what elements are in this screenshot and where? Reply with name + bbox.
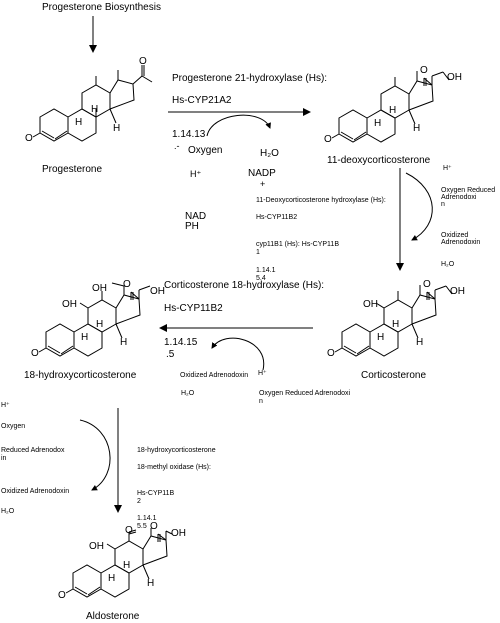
hydroxy18-o-label: O [31,348,39,359]
step3-ec-number: 1.14.15 [164,337,198,348]
deoxy-h-label: H [374,118,381,129]
step1-nadp-charge: + [260,179,265,189]
step4-gene-line1: Hs-CYP11B [137,490,175,497]
hydroxy18-h-label: H [120,337,127,348]
step4-oxygen: Oxygen [1,423,25,430]
hydroxy18-h-label: H [96,319,103,330]
step3-oxygen-reduced-2: n [259,398,263,405]
step1-enzyme-name: Progesterone 21-hydroxylase (Hs): [172,73,327,84]
step4-ec-line2: 5.5 [137,523,147,530]
hydroxycorticosterone-structure [38,282,151,357]
hydroxy18-ho-label-2: OH [92,283,107,294]
step4-gene-line2: 2 [137,498,141,505]
deoxy-o-label: O [324,134,332,145]
corticosterone-h-label: H [416,337,423,348]
step2-enzyme-name: 11-Deoxycorticosterone hydroxylase (Hs): [256,197,386,204]
step3-oxidized: Oxidized Adrenodoxin [180,372,248,379]
aldosterone-structure [65,528,173,598]
progesterone-ketone-o: O [139,56,147,67]
progesterone-h-label: H [113,123,120,134]
step1-proton: H⁺ [190,169,201,179]
deoxy-h-label: H [389,105,396,116]
hydroxy18-ketone-o: O [123,279,131,290]
hydroxy18-oh-label: OH [150,286,165,297]
step3-oxygen-reduced-1: Oxygen Reduced Adrenodoxi [259,390,351,397]
hydroxy18-h-label: H [81,332,88,343]
step1-water: H₂O [260,148,279,159]
step1-ec-suffix: .- [174,141,180,151]
aldosterone-h-label: H [108,573,115,584]
step1-gene: Hs-CYP21A2 [172,95,232,106]
step4-ec-line1: 1.14.1 [137,515,157,522]
progesterone-label: Progesterone [42,164,102,175]
corticosterone-o-label: O [327,348,335,359]
step4-oxidized: Oxidized Adrenodoxin [1,488,69,495]
deoxy-oh-label: OH [447,72,462,83]
step2-ec-line1: 1.14.1 [256,267,276,274]
step2-gene2-line1: cyp11B1 (Hs): Hs-CYP11B [256,241,339,248]
corticosterone-h-label: H [392,319,399,330]
aldosterone-oh-label: OH [171,528,186,539]
step2-ec-line2: 5.4 [256,275,266,282]
step2-water: H₂O [441,261,455,268]
step3-gene: Hs-CYP11B2 [164,303,223,314]
step2-oxygen-reduced-2: Adrenodoxi [441,194,477,201]
step2-cofactor-arc [405,172,433,241]
aldosterone-aldehyde-o: O [125,525,133,536]
step3-cofactor-arc [211,337,265,371]
progesterone-h-label: H [75,117,82,128]
step1-ec-number: 1.14.13 [172,129,206,140]
corticosterone-oh-label: OH [450,286,465,297]
corticosterone-structure [334,285,453,357]
corticosterone-ketone-o: O [423,279,431,290]
step2-oxidized-1: Oxidized [441,232,468,239]
step4-proton: H⁺ [1,402,10,409]
step3-enzyme-name: Corticosterone 18-hydroxylase (Hs): [164,280,324,291]
progesterone-h-label: H [91,104,98,115]
step1-cofactor-arc [206,114,271,137]
hydroxy18-label: 18-hydroxycorticosterone [24,370,137,381]
aldosterone-h-label: H [123,560,130,571]
step1-nadp: NADP [248,168,276,179]
step1-ph: PH [185,221,199,232]
deoxy-label: 11-deoxycorticosterone [327,155,431,166]
diagram-title: Progesterone Biosynthesis [42,2,161,13]
aldosterone-h-label: H [147,578,154,589]
corticosterone-h-label: H [377,332,384,343]
step1-nad: NAD [185,211,206,222]
step2-oxygen-reduced-1: Oxygen Reduced [441,187,495,194]
progesterone-structure [32,65,153,142]
corticosterone-ho-label: OH [363,299,378,310]
deoxy-h-label: H [413,123,420,134]
corticosterone-label: Corticosterone [361,370,426,381]
deoxy-ketone-o: O [420,65,428,76]
aldosterone-label: Aldosterone [86,611,140,622]
step2-oxidized-2: Adrenodoxin [441,239,480,246]
step3-ec-suffix: .5 [166,349,175,360]
step4-reduced-2: in [1,455,7,462]
step3-proton: H⁺ [258,370,267,377]
step2-gene2-line2: 1 [256,249,260,256]
step4-cofactor-arc [79,419,111,491]
step2-oxygen-reduced-3: n [441,201,445,208]
step2-proton: H⁺ [443,165,452,172]
aldosterone-ketone-o: O [150,521,158,532]
step4-reduced-1: Reduced Adrenodox [1,447,65,454]
step1-oxygen: Oxygen [188,145,222,156]
step4-water: H₂O [1,508,15,515]
step4-enzyme-line1: 18-hydroxycorticosterone [137,447,216,454]
step3-water: H₂O [181,390,195,397]
aldosterone-ho-label: OH [89,541,104,552]
hydroxy18-ho-label: OH [62,299,77,310]
deoxycorticosterone-structure [331,71,450,143]
step2-gene: Hs-CYP11B2 [256,214,297,221]
aldosterone-o-label: O [58,590,66,601]
step4-enzyme-line2: 18-methyl oxidase (Hs): [137,464,211,471]
progesterone-o-label: O [25,133,33,144]
